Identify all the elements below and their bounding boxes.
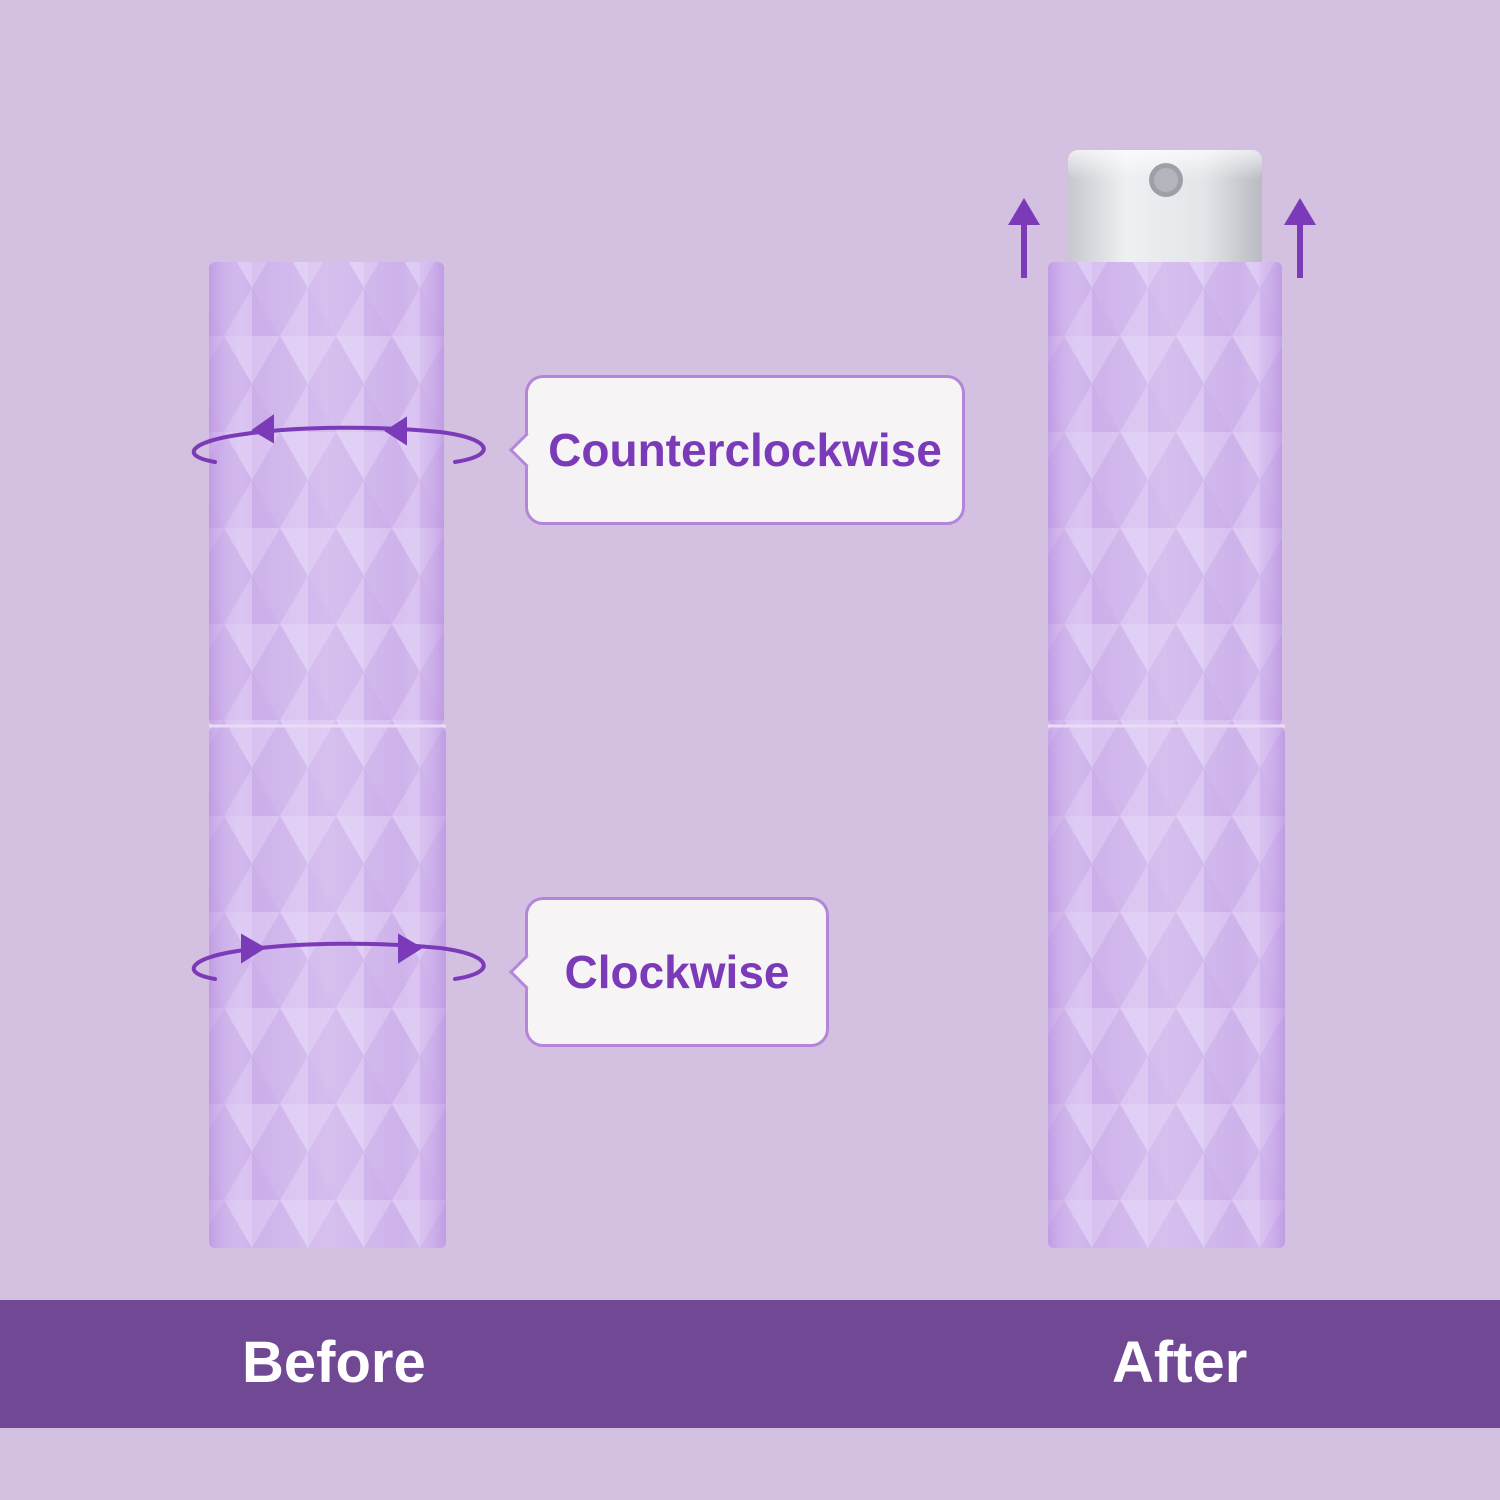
after-label: After xyxy=(1112,1330,1248,1395)
clockwise-label: Clockwise xyxy=(564,946,790,998)
clockwise-callout: Clockwise xyxy=(525,897,829,1047)
lift-arrow-left-icon xyxy=(1008,198,1040,278)
counterclockwise-arrow-icon xyxy=(191,414,486,464)
after-tube xyxy=(1048,150,1285,1248)
counterclockwise-callout: Counterclockwise xyxy=(525,375,965,525)
before-label: Before xyxy=(242,1330,426,1395)
counterclockwise-label: Counterclockwise xyxy=(548,424,942,476)
clockwise-arrow-icon xyxy=(191,933,486,981)
lift-arrow-right-icon xyxy=(1284,198,1316,278)
before-tube xyxy=(209,262,446,1248)
caption-band xyxy=(0,1300,1500,1428)
